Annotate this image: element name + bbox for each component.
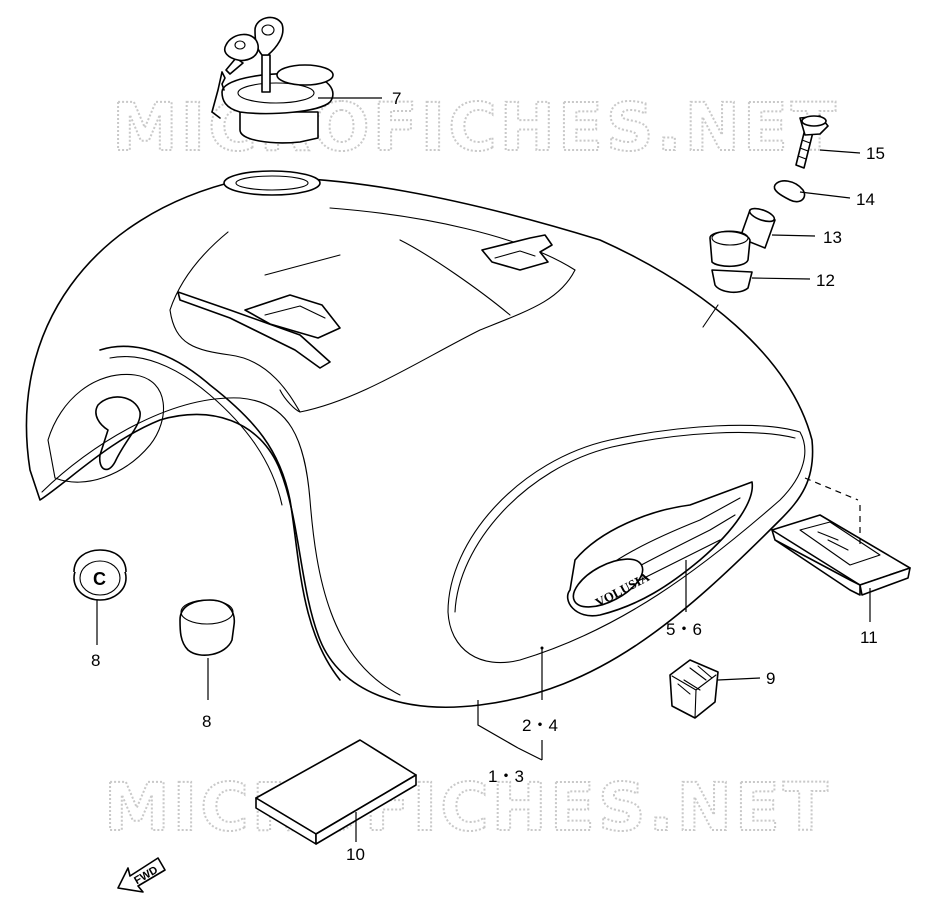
callout-11: 11 bbox=[860, 628, 878, 647]
leader-lines bbox=[96, 97, 871, 842]
damper-rubber bbox=[669, 659, 719, 719]
watermark-bottom: MICROFICHES.NET bbox=[104, 769, 831, 846]
callout-8-lower: 8 bbox=[202, 712, 211, 731]
callout-labels: 7 15 14 13 12 5・6 11 9 2・4 1・3 8 8 10 bbox=[91, 89, 885, 864]
rubber-grommet bbox=[709, 230, 753, 294]
watermark-top: MICROFICHES.NET bbox=[112, 89, 839, 166]
callout-13: 13 bbox=[823, 228, 842, 247]
cap-plain bbox=[179, 599, 236, 656]
rear-cushion-pad bbox=[771, 514, 911, 596]
callout-9: 9 bbox=[766, 669, 775, 688]
mounting-bolt bbox=[795, 115, 829, 169]
callout-8-upper: 8 bbox=[91, 651, 100, 670]
svg-text:C: C bbox=[93, 569, 106, 589]
fuel-cap-with-keys bbox=[211, 16, 334, 144]
cushion-pad bbox=[255, 739, 417, 845]
cap-with-c-mark: C bbox=[73, 549, 127, 601]
callout-14: 14 bbox=[856, 190, 875, 209]
callout-2-4: 2・4 bbox=[522, 716, 558, 735]
callout-15: 15 bbox=[866, 144, 885, 163]
fwd-label: FWD bbox=[132, 864, 160, 887]
callout-10: 10 bbox=[346, 845, 365, 864]
callout-5-6: 5・6 bbox=[666, 620, 702, 639]
callout-7: 7 bbox=[392, 89, 401, 108]
callout-12: 12 bbox=[816, 271, 835, 290]
washer bbox=[773, 180, 806, 203]
callout-1-3: 1・3 bbox=[488, 767, 524, 786]
forward-direction-arrow: FWD bbox=[117, 857, 166, 893]
